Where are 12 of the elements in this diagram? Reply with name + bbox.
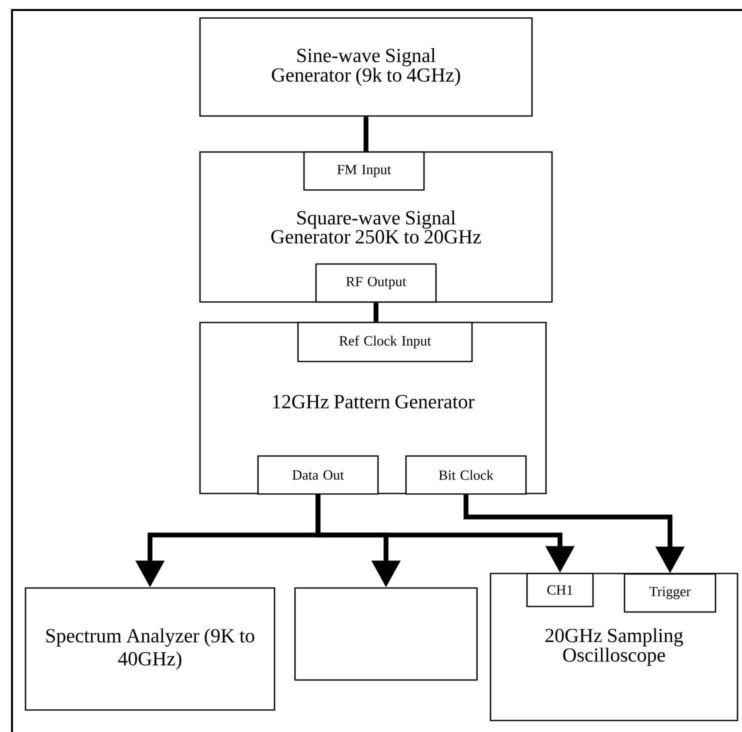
- port-box: Bit Clock: [405, 455, 527, 495]
- port-box: Data Out: [257, 455, 379, 495]
- device-box: [294, 587, 478, 681]
- device-box: Sine-wave Signal Generator (9k to 4GHz): [199, 17, 533, 117]
- port-box: RF Output: [315, 263, 437, 303]
- device-box: Spectrum Analyzer (9K to 40GHz): [24, 587, 276, 711]
- port-box: FM Input: [303, 151, 425, 191]
- port-box: Ref Clock Input: [297, 322, 473, 362]
- connector: [374, 302, 378, 322]
- port-box: CH1: [526, 572, 594, 608]
- connector: [364, 116, 368, 152]
- port-box: Trigger: [624, 573, 716, 613]
